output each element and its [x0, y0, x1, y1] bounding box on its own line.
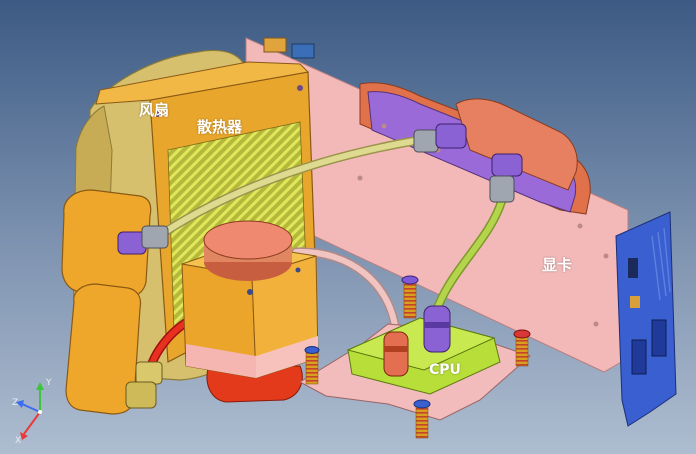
fitting-radiator-bottom: [125, 361, 163, 409]
power-connector-1: [263, 37, 287, 53]
fitting-cpu-right: [423, 305, 451, 353]
radiator-endcap-top: [61, 189, 152, 299]
gpu-label: 显卡: [542, 256, 573, 274]
fitting-radiator-top: [117, 225, 169, 255]
axis-y-label: Y: [46, 378, 52, 388]
fitting-cpu-left: [383, 331, 409, 377]
axis-x-label: X: [15, 436, 22, 446]
spring-4: [415, 403, 429, 439]
fitting-gpu-top: [413, 123, 467, 153]
axis-z-label: Z: [12, 398, 19, 408]
pump: [181, 220, 319, 403]
io-port-1: [628, 258, 638, 278]
pump-band: [186, 344, 256, 378]
spring-3: [305, 349, 319, 385]
power-connector-2: [291, 43, 315, 59]
io-port-3: [631, 339, 647, 375]
spring-1: [403, 279, 417, 319]
io-port-4: [651, 319, 667, 357]
gpu-block: [455, 98, 578, 191]
io-bracket: [615, 211, 677, 427]
io-port-2: [630, 296, 640, 308]
spring-2: [515, 333, 529, 367]
axis-triad: [16, 382, 44, 440]
radiator-label: 散热器: [197, 118, 243, 136]
gpu-card: [245, 37, 677, 427]
cpu-label: CPU: [429, 362, 461, 378]
radiator-top: [95, 61, 310, 105]
pump-base: [206, 365, 303, 403]
tubes: [143, 135, 507, 385]
cpu-block: [298, 275, 531, 439]
pump-cap-top: [203, 220, 293, 260]
fan-label: 风扇: [139, 101, 170, 119]
fitting-gpu-side: [489, 153, 523, 203]
